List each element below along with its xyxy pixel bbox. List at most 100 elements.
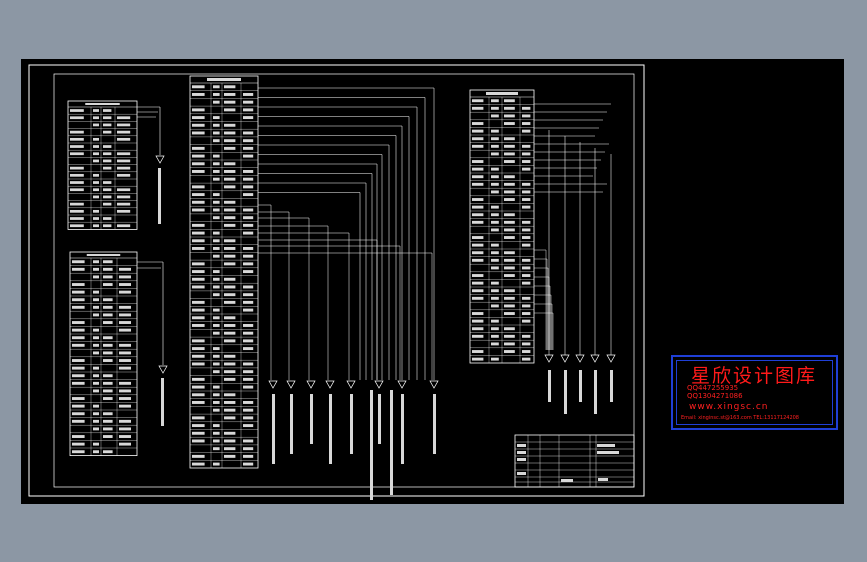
cell-text-mark [119, 290, 131, 294]
cell-text-mark [491, 167, 499, 171]
cell-text-mark [117, 202, 131, 206]
cell-text-mark [504, 312, 515, 315]
table-title-mark [207, 78, 241, 81]
cell-text-mark [504, 251, 515, 255]
table-title-mark [486, 92, 518, 95]
cell-text-mark [243, 308, 254, 312]
cell-text-mark [491, 327, 499, 331]
title-block-border [514, 434, 635, 488]
cell-text-mark [522, 106, 531, 110]
watermark-stamp: 星欣设计图库 QQ447255935 QQ1304271086 www.xing… [671, 355, 838, 430]
cell-text-mark [119, 359, 131, 362]
cell-text-mark [243, 439, 254, 443]
cell-text-mark [117, 116, 131, 120]
cell-text-mark [243, 177, 254, 181]
cell-text-mark [192, 85, 205, 89]
cell-text-mark [522, 198, 531, 201]
cell-text-mark [224, 339, 236, 343]
cell-text-mark [72, 359, 85, 362]
wire-arrow [606, 354, 616, 363]
cell-text-mark [117, 166, 131, 170]
cell-text-mark [472, 296, 484, 300]
cell-text-mark [224, 393, 236, 397]
cell-text-mark [224, 216, 236, 220]
cell-text-mark [224, 223, 236, 227]
cell-text-mark [119, 313, 131, 317]
cell-text-mark [72, 404, 85, 408]
cell-text-mark [491, 357, 499, 361]
cell-text-mark [522, 266, 531, 270]
cell-text-mark [224, 416, 236, 420]
cell-text-mark [103, 267, 113, 271]
cell-text-mark [93, 217, 99, 220]
cell-text-mark [192, 262, 205, 266]
cell-text-mark [224, 285, 236, 289]
cell-text-mark [103, 389, 113, 393]
cell-text-mark [192, 146, 205, 150]
wire-label-mark [161, 378, 164, 426]
cell-text-mark [504, 198, 515, 201]
cell-text-mark [119, 404, 131, 408]
stamp-qq2: QQ1304271086 [687, 392, 743, 400]
wire-label-mark [433, 394, 436, 454]
wire-arrow [325, 380, 335, 389]
cell-text-mark [243, 247, 254, 250]
cell-text-mark [522, 144, 531, 148]
cell-text-mark [192, 277, 205, 281]
cell-text-mark [491, 152, 499, 156]
cell-text-mark [117, 188, 131, 192]
cell-text-mark [192, 285, 205, 289]
cell-text-mark [213, 316, 220, 320]
cell-text-mark [103, 181, 112, 184]
cell-text-mark [213, 208, 220, 212]
right-terminal-table [469, 89, 616, 414]
cell-text-mark [93, 450, 99, 454]
cell-text-mark [72, 305, 85, 309]
cell-text-mark [213, 123, 220, 127]
cell-text-mark [472, 106, 484, 110]
cell-text-mark [522, 357, 531, 361]
cell-text-mark [504, 99, 515, 103]
cell-text-mark [472, 251, 484, 255]
cell-text-mark [192, 247, 205, 250]
wire-label-mark [564, 370, 567, 414]
wire-arrow [590, 354, 600, 363]
cell-text-mark [224, 185, 236, 189]
cell-text-mark [70, 173, 84, 177]
title-block-text-mark [597, 451, 619, 454]
cell-text-mark [213, 370, 220, 374]
cell-text-mark [224, 254, 236, 258]
table-border [67, 100, 138, 230]
cell-text-mark [93, 123, 99, 127]
wire-label-mark [158, 168, 161, 224]
cell-text-mark [93, 351, 99, 355]
cell-text-mark [472, 274, 484, 277]
cell-text-mark [491, 182, 499, 186]
cell-text-mark [224, 300, 236, 304]
wire-label-mark [350, 394, 353, 454]
cell-text-mark [192, 270, 205, 274]
cell-text-mark [224, 454, 236, 458]
cell-text-mark [93, 419, 99, 423]
cell-text-mark [192, 208, 205, 212]
cell-text-mark [93, 260, 99, 264]
cell-text-mark [213, 293, 220, 297]
wire-arrow [397, 380, 407, 389]
cell-text-mark [472, 289, 484, 293]
left-top-terminal-table [67, 100, 165, 230]
cell-text-mark [504, 258, 515, 262]
cell-text-mark [103, 217, 112, 220]
cell-text-mark [504, 342, 515, 346]
cell-text-mark [103, 298, 113, 302]
cell-text-mark [472, 281, 484, 285]
cell-text-mark [491, 258, 499, 262]
cell-text-mark [504, 137, 515, 141]
cell-text-mark [491, 205, 499, 209]
cell-text-mark [103, 202, 112, 206]
cell-text-mark [119, 427, 131, 431]
cell-text-mark [504, 122, 515, 125]
cell-text-mark [504, 327, 515, 331]
cell-text-mark [243, 93, 254, 96]
cell-text-mark [192, 123, 205, 127]
